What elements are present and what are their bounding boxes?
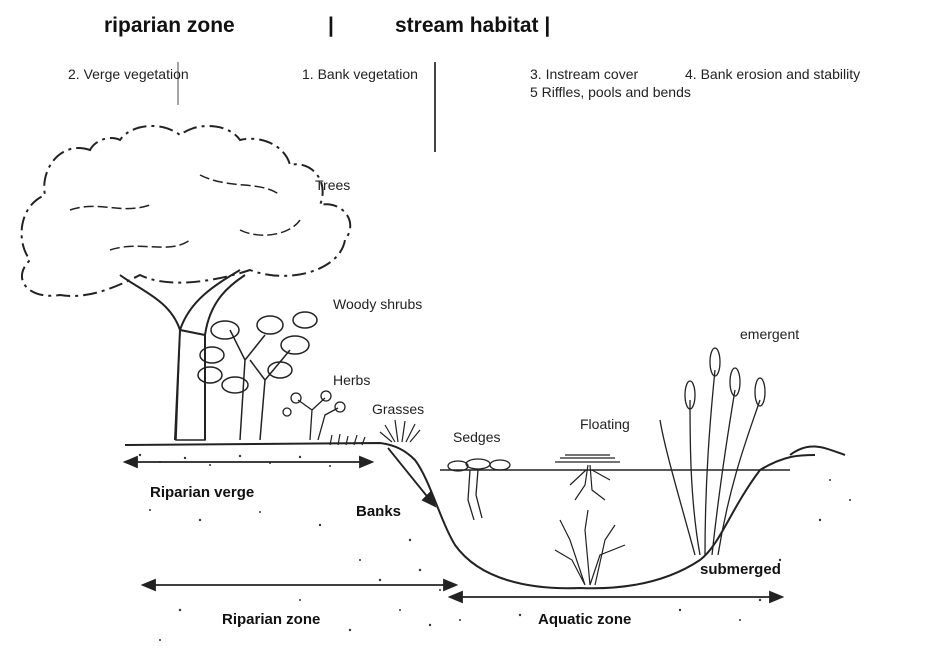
herbs	[283, 391, 345, 440]
label-herbs: Herbs	[333, 372, 370, 388]
header-stream-habitat: stream habitat |	[395, 14, 550, 38]
tree-canopy	[22, 126, 351, 296]
floating-plant	[555, 455, 620, 500]
category-riffles-pools: 5 Riffles, pools and bends	[530, 84, 691, 100]
label-banks: Banks	[356, 503, 401, 520]
label-sedges: Sedges	[453, 429, 500, 445]
sedges	[448, 459, 510, 520]
label-submerged: submerged	[700, 561, 781, 578]
label-grasses: Grasses	[372, 401, 424, 417]
tree-trunk	[120, 270, 245, 440]
label-floating: Floating	[580, 416, 630, 432]
label-trees: Trees	[315, 177, 350, 193]
header-riparian-zone: riparian zone	[104, 14, 235, 38]
category-bank-erosion: 4. Bank erosion and stability	[685, 66, 860, 82]
header-separator: |	[328, 14, 334, 38]
label-aquatic-zone: Aquatic zone	[538, 611, 631, 628]
label-woody-shrubs: Woody shrubs	[333, 296, 422, 312]
label-riparian-verge: Riparian verge	[150, 484, 254, 501]
woody-shrubs	[198, 312, 317, 440]
grasses	[330, 420, 420, 445]
category-bank-vegetation: 1. Bank vegetation	[302, 66, 418, 82]
submerged-plant	[555, 510, 625, 585]
label-riparian-zone: Riparian zone	[222, 611, 320, 628]
category-instream-cover: 3. Instream cover	[530, 66, 638, 82]
emergent-reeds	[660, 348, 765, 555]
category-verge-vegetation: 2. Verge vegetation	[68, 66, 189, 82]
label-emergent: emergent	[740, 326, 799, 342]
